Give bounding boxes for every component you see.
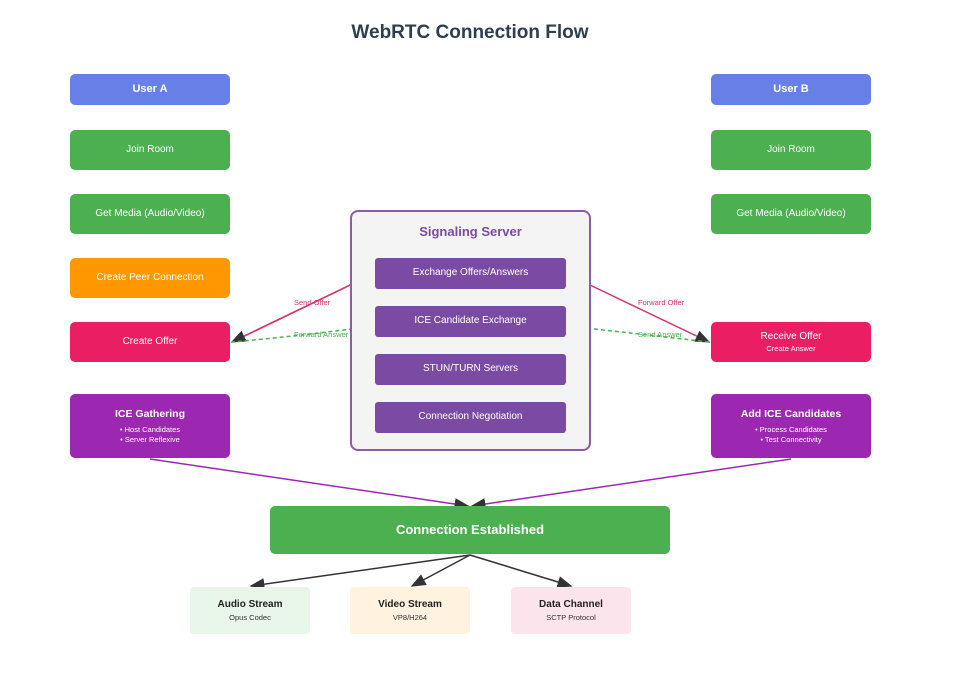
audio-stream-sub: Opus Codec bbox=[229, 613, 271, 623]
ice-gathering-bullet: • Host Candidates bbox=[119, 425, 181, 435]
video-stream-sub: VP8/H264 bbox=[392, 613, 428, 623]
user-b-get-media: Get Media (Audio/Video) bbox=[711, 194, 871, 234]
to-audio-arrow bbox=[249, 554, 471, 591]
audio-stream-title: Audio Stream bbox=[217, 598, 283, 610]
label-send-offer: Send Offer bbox=[294, 298, 331, 307]
receive-offer-title: Receive Offer bbox=[760, 330, 822, 342]
user-a-get-media: Get Media (Audio/Video) bbox=[70, 194, 230, 234]
data-channel-sub: SCTP Protocol bbox=[546, 613, 596, 623]
ice-gathering-title: ICE Gathering bbox=[114, 408, 185, 421]
user-a-join-room: Join Room bbox=[70, 130, 230, 170]
video-stream-title: Video Stream bbox=[378, 598, 442, 610]
user-a-ice-gathering: ICE Gathering • Host Candidates • Server… bbox=[70, 394, 230, 458]
user-a-create-peer-connection: Create Peer Connection bbox=[70, 258, 230, 298]
data-channel: Data Channel SCTP Protocol bbox=[511, 587, 631, 634]
to-data-arrow bbox=[469, 554, 573, 588]
server-item-stun-turn: STUN/TURN Servers bbox=[375, 354, 566, 385]
user-a-header: User A bbox=[70, 74, 230, 105]
ice-gathering-bullet: • Server Reflexive bbox=[120, 434, 180, 444]
ice-a-to-established bbox=[149, 458, 470, 510]
add-ice-title: Add ICE Candidates bbox=[740, 408, 842, 421]
server-item-negotiation: Connection Negotiation bbox=[375, 402, 566, 433]
signaling-server-title: Signaling Server bbox=[419, 224, 522, 239]
ice-b-to-established bbox=[470, 458, 792, 510]
user-b-join-room: Join Room bbox=[711, 130, 871, 170]
audio-stream: Audio Stream Opus Codec bbox=[190, 587, 310, 634]
diagram-title: WebRTC Connection Flow bbox=[351, 22, 589, 43]
user-a-create-offer: Create Offer bbox=[70, 322, 230, 362]
server-item-exchange-offers: Exchange Offers/Answers bbox=[375, 258, 566, 289]
add-ice-bullet: • Process Candidates bbox=[755, 425, 827, 435]
video-stream: Video Stream VP8/H264 bbox=[350, 587, 470, 634]
receive-offer-sub: Create Answer bbox=[766, 344, 816, 354]
label-send-answer: Send Answer bbox=[638, 330, 683, 339]
server-item-ice-exchange: ICE Candidate Exchange bbox=[375, 306, 566, 337]
label-forward-offer: Forward Offer bbox=[638, 298, 685, 307]
data-channel-title: Data Channel bbox=[539, 598, 603, 610]
add-ice-bullet: • Test Connectivity bbox=[760, 434, 822, 444]
user-b-receive-offer: Receive Offer Create Answer bbox=[711, 322, 871, 362]
user-b-add-ice-candidates: Add ICE Candidates • Process Candidates … bbox=[711, 394, 871, 458]
to-video-arrow bbox=[410, 554, 471, 587]
send-offer-arrow-back bbox=[230, 273, 374, 343]
label-forward-answer: Forward Answer bbox=[294, 330, 349, 339]
user-b-header: User B bbox=[711, 74, 871, 105]
connection-established: Connection Established bbox=[270, 506, 670, 554]
